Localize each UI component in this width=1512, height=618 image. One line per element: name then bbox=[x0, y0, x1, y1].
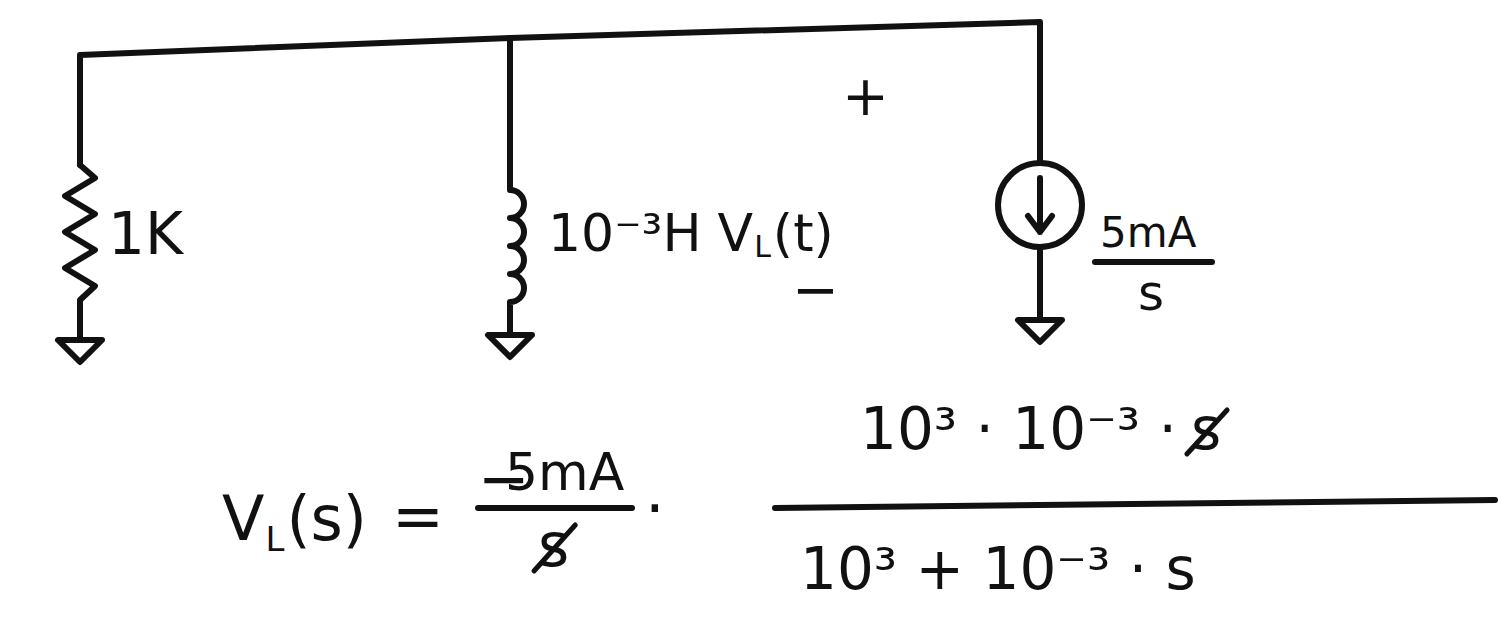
top-wire bbox=[80, 22, 1040, 165]
source-value: s bbox=[1138, 268, 1164, 318]
source-value: 5mA bbox=[1100, 212, 1196, 254]
equation-term: s bbox=[538, 515, 569, 575]
fraction-bar bbox=[775, 500, 1495, 508]
equation-subscript: L bbox=[265, 522, 284, 556]
ground-symbol bbox=[488, 335, 532, 357]
polarity-mark: − bbox=[792, 262, 839, 318]
equation-operator: · bbox=[645, 478, 665, 540]
voltage-name: V bbox=[718, 207, 754, 259]
equation-term: V bbox=[222, 488, 264, 550]
equation-operator: = bbox=[392, 486, 444, 548]
equation-term: 5mA bbox=[505, 446, 624, 498]
polarity-mark: + bbox=[842, 68, 889, 124]
source-wire bbox=[1037, 247, 1043, 320]
inductor-symbol bbox=[510, 38, 524, 335]
voltage-argument: (t) bbox=[773, 207, 834, 259]
component-value: 10⁻³H bbox=[548, 207, 702, 259]
resistor-symbol bbox=[65, 165, 95, 340]
current-arrow bbox=[1028, 178, 1052, 232]
component-value: 1K bbox=[108, 205, 183, 263]
equation-term: (s) bbox=[286, 488, 367, 550]
ground-symbol bbox=[58, 340, 102, 362]
current-source-symbol bbox=[998, 163, 1082, 247]
equation-term: s bbox=[1191, 400, 1221, 458]
fraction-bar bbox=[1095, 259, 1212, 265]
ground-symbol bbox=[1018, 320, 1062, 342]
voltage-subscript: L bbox=[754, 232, 771, 262]
equation-term: 10³ · 10⁻³ · bbox=[860, 400, 1177, 458]
equation-term: 10³ + 10⁻³ · s bbox=[800, 540, 1196, 598]
